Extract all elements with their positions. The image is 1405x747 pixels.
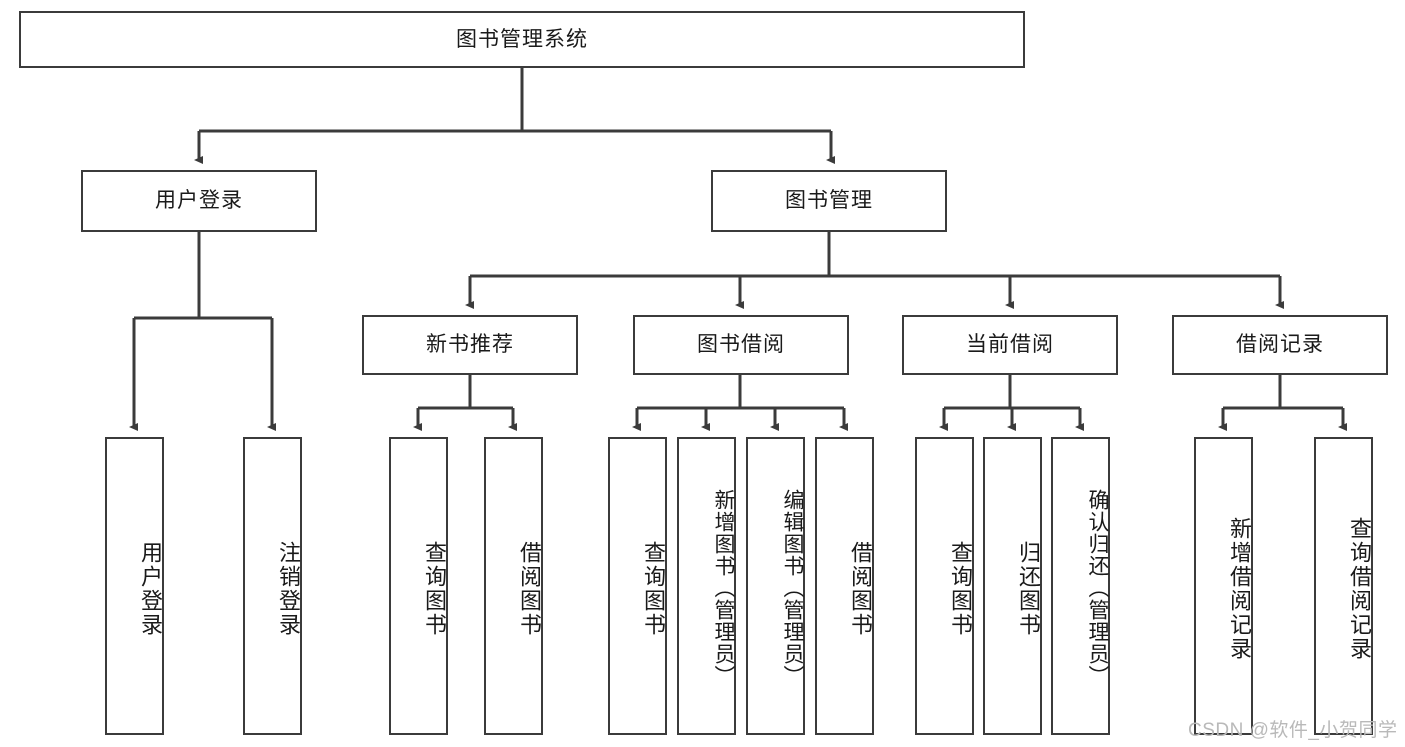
node-label: 借阅图书 xyxy=(517,541,542,637)
node-current-borrow[interactable]: 当前借阅 xyxy=(902,315,1118,375)
node-label: 查询借阅记录 xyxy=(1347,517,1372,661)
node-label: 新增图书（管理员） xyxy=(712,489,735,687)
node-label: 用户登录 xyxy=(155,189,243,213)
leaf-user-login-logout[interactable]: 注销登录 xyxy=(243,437,302,735)
node-book-borrow[interactable]: 图书借阅 xyxy=(633,315,849,375)
node-label: 查询图书 xyxy=(641,541,666,637)
leaf-borrow-borrow-book[interactable]: 借阅图书 xyxy=(815,437,874,735)
leaf-borrow-edit-book-admin[interactable]: 编辑图书（管理员） xyxy=(746,437,805,735)
leaf-user-login-login[interactable]: 用户登录 xyxy=(105,437,164,735)
leaf-current-query-book[interactable]: 查询图书 xyxy=(915,437,974,735)
node-label: 新书推荐 xyxy=(426,333,514,357)
node-label: 借阅图书 xyxy=(848,541,873,637)
node-root-system[interactable]: 图书管理系统 xyxy=(19,11,1025,68)
leaf-current-return-book[interactable]: 归还图书 xyxy=(983,437,1042,735)
node-borrow-record[interactable]: 借阅记录 xyxy=(1172,315,1388,375)
node-user-login[interactable]: 用户登录 xyxy=(81,170,317,232)
leaf-record-query-record[interactable]: 查询借阅记录 xyxy=(1314,437,1373,735)
node-label: 注销登录 xyxy=(276,541,301,637)
csdn-watermark: CSDN @软件_小贺同学 xyxy=(1188,720,1398,741)
leaf-current-confirm-return-admin[interactable]: 确认归还（管理员） xyxy=(1051,437,1110,735)
node-label: 归还图书 xyxy=(1016,541,1041,637)
leaf-record-add-record[interactable]: 新增借阅记录 xyxy=(1194,437,1253,735)
node-label: 图书管理 xyxy=(785,189,873,213)
leaf-recommend-borrow-book[interactable]: 借阅图书 xyxy=(484,437,543,735)
leaf-borrow-add-book-admin[interactable]: 新增图书（管理员） xyxy=(677,437,736,735)
node-label: 查询图书 xyxy=(422,541,447,637)
leaf-recommend-query-book[interactable]: 查询图书 xyxy=(389,437,448,735)
node-new-book-recommend[interactable]: 新书推荐 xyxy=(362,315,578,375)
node-label: 查询图书 xyxy=(948,541,973,637)
leaf-borrow-query-book[interactable]: 查询图书 xyxy=(608,437,667,735)
node-label: 编辑图书（管理员） xyxy=(781,489,804,687)
node-label: 新增借阅记录 xyxy=(1227,517,1252,661)
node-label: 借阅记录 xyxy=(1236,333,1324,357)
node-label: 图书借阅 xyxy=(697,333,785,357)
node-book-management[interactable]: 图书管理 xyxy=(711,170,947,232)
node-label: 当前借阅 xyxy=(966,333,1054,357)
node-label: 用户登录 xyxy=(138,541,163,637)
node-label: 图书管理系统 xyxy=(456,27,588,51)
node-label: 确认归还（管理员） xyxy=(1086,489,1109,687)
